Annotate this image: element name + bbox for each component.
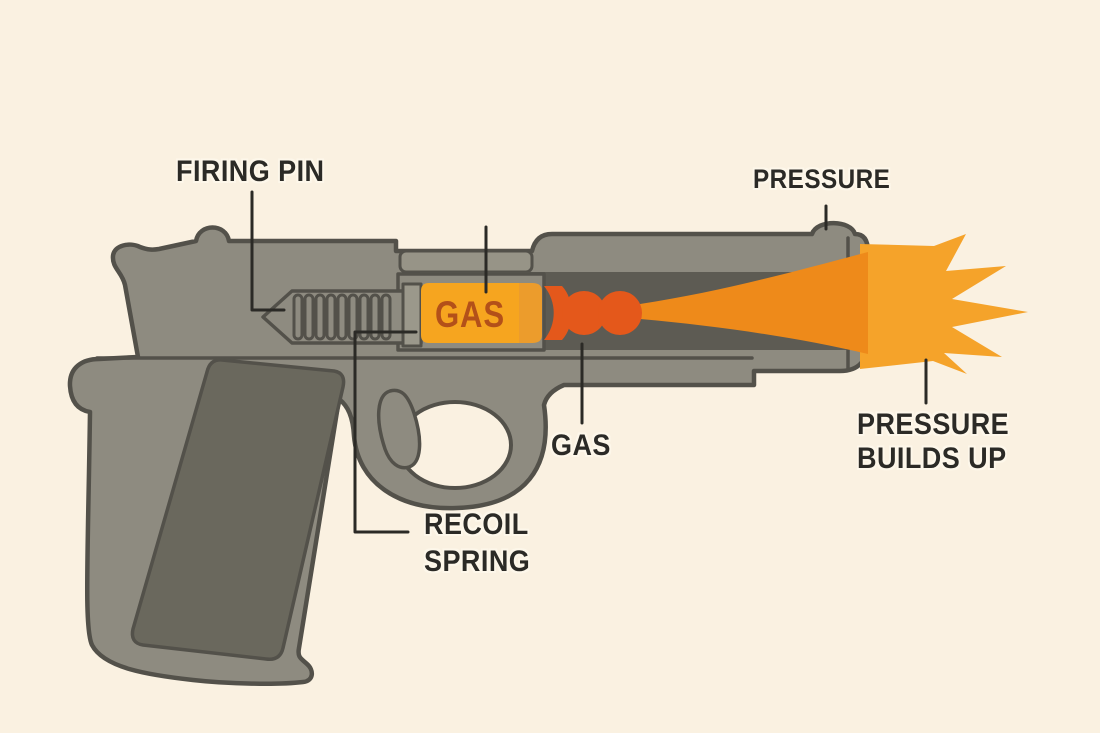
gas-cartridge-label: GAS: [435, 294, 505, 335]
label-gas: GAS: [551, 429, 611, 462]
gas-ball-2: [598, 291, 642, 335]
label-recoil-spring-line2: SPRING: [424, 545, 531, 578]
label-recoil-spring-line1: RECOIL: [424, 508, 529, 541]
label-pressure: PRESSURE: [753, 164, 891, 194]
trigger: [376, 388, 422, 470]
leader-line-recoil-spring: [353, 330, 418, 534]
recoil-spring-coil: [369, 293, 381, 341]
gas-ball-1: [562, 291, 606, 335]
grip-panel: [130, 358, 346, 662]
recoil-spring-coil: [303, 293, 315, 341]
ejection-port-recess: [398, 249, 534, 274]
gas-cartridge: [421, 283, 519, 343]
recoil-spring-coils: [292, 293, 392, 341]
recoil-spring-coil: [380, 293, 392, 341]
bullet-base: [544, 286, 572, 340]
label-pressure-builds-line1: PRESSURE: [857, 408, 1010, 441]
breech-face: [401, 282, 423, 348]
label-pressure-builds-line2: BUILDS UP: [857, 442, 1007, 475]
leader-line-firing-pin: [250, 190, 286, 312]
recoil-spring-coil: [336, 293, 348, 341]
label-firing-pin: FIRING PIN: [176, 155, 325, 188]
pressure-cone: [640, 252, 868, 354]
muzzle-flash-star: [860, 234, 1028, 374]
recoil-spring-coil: [347, 293, 359, 341]
cartridge-neck: [519, 283, 542, 343]
recoil-spring-coil: [358, 293, 370, 341]
label-pressure-builds-up: PRESSURE BUILDS UP: [857, 408, 1009, 476]
recoil-spring-coil: [292, 293, 304, 341]
recoil-spring-coil: [314, 293, 326, 341]
label-recoil-spring: RECOIL SPRING: [424, 506, 530, 580]
recoil-spring-coil: [325, 293, 337, 341]
